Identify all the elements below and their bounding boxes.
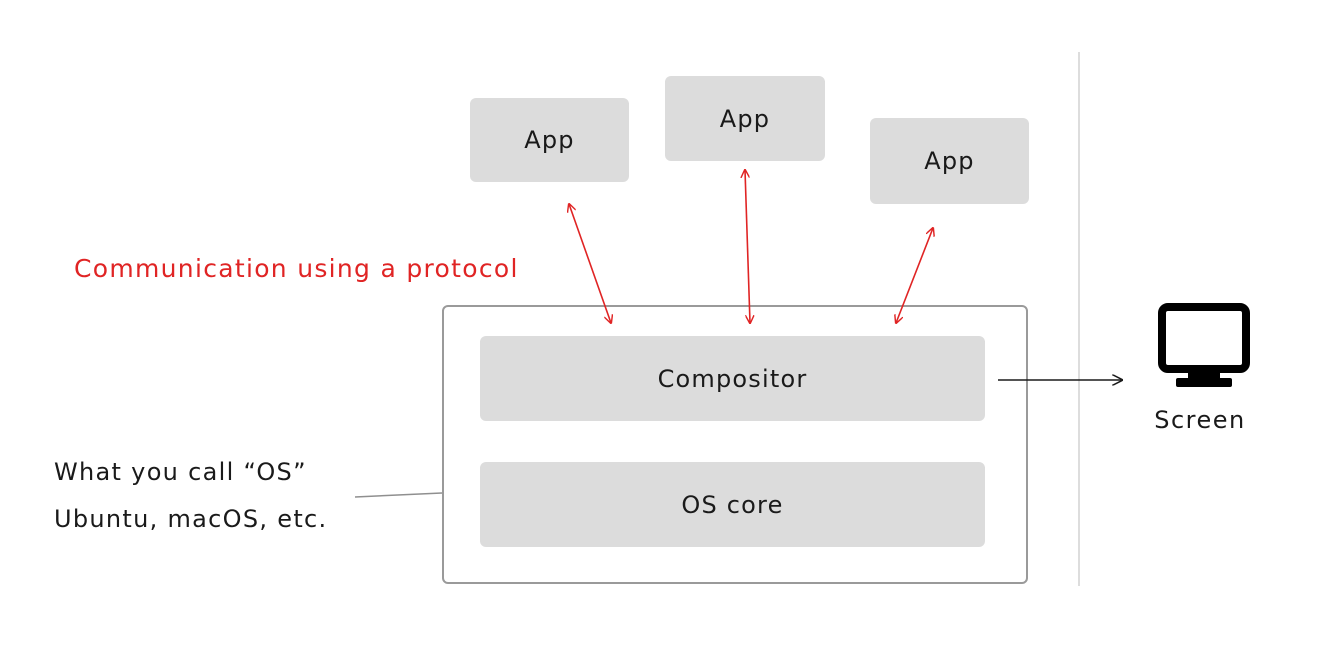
os-description-line-1: What you call “OS” (54, 458, 307, 486)
app-box-2: App (665, 76, 825, 161)
os-frame (442, 305, 1028, 584)
compositor-box: Compositor (480, 336, 985, 421)
app-label: App (924, 147, 975, 175)
os-core-label: OS core (681, 490, 784, 519)
app-label: App (719, 104, 771, 133)
os-description-line-2: Ubuntu, macOS, etc. (54, 505, 328, 533)
protocol-label: Communication using a protocol (74, 254, 519, 283)
divider-line (1078, 52, 1080, 586)
monitor-icon (1158, 303, 1250, 387)
screen-label: Screen (1154, 406, 1246, 434)
os-core-box: OS core (480, 462, 985, 547)
protocol-arrow-1 (569, 204, 611, 323)
protocol-arrow-2 (745, 170, 750, 323)
app-box-1: App (470, 98, 629, 182)
os-label-connector (354, 492, 443, 498)
app-label: App (524, 126, 575, 154)
app-box-3: App (870, 118, 1029, 204)
compositor-label: Compositor (657, 364, 808, 393)
protocol-arrow-3 (896, 228, 933, 323)
